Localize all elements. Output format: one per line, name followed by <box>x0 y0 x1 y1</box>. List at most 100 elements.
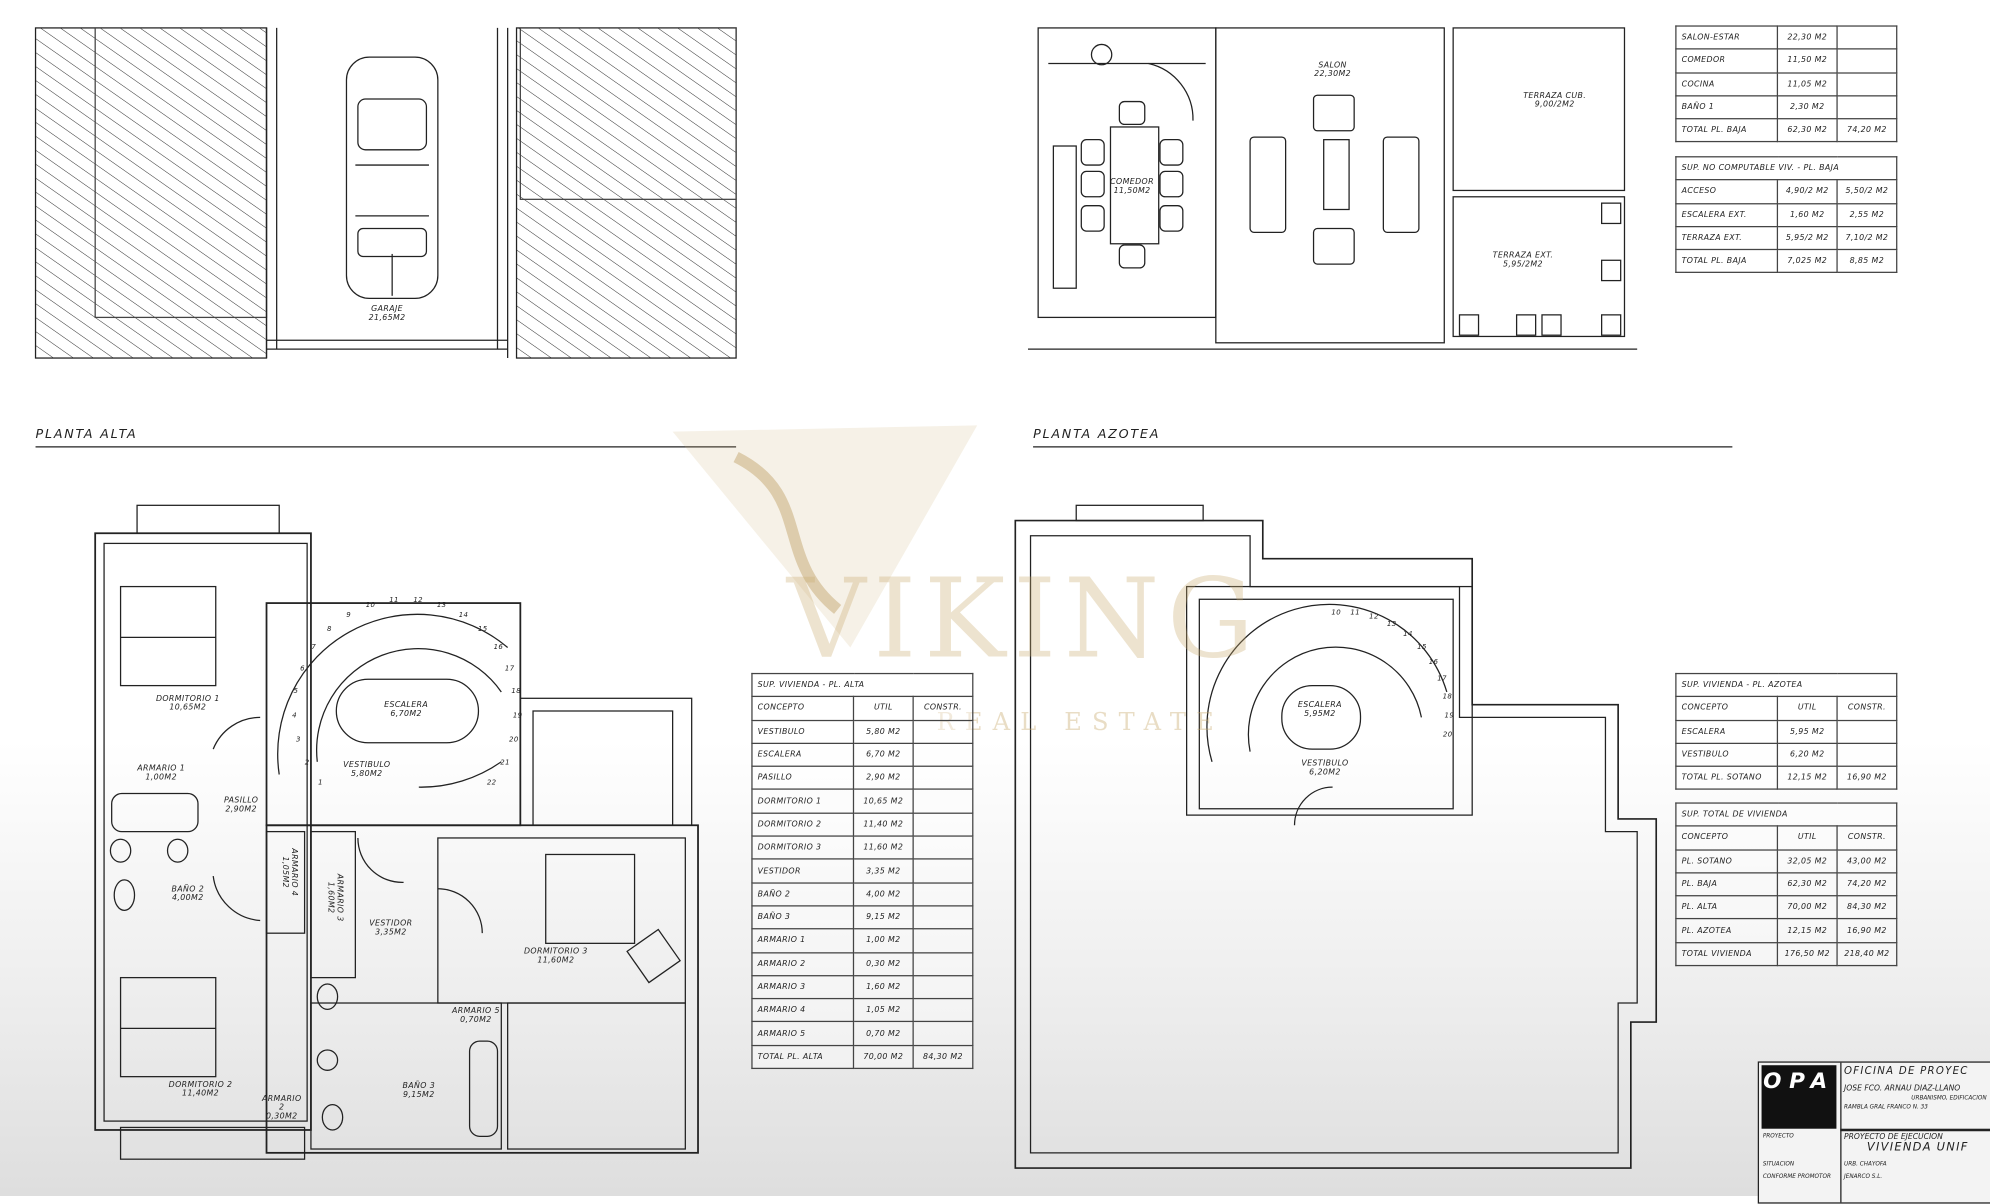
room-label-line: 5,80M2 <box>350 769 383 779</box>
room-label-line: 1,00M2 <box>145 773 177 783</box>
cell-concepto: ARMARIO 3 <box>751 974 855 1000</box>
cell-util: 32,05 M2 <box>1776 848 1838 874</box>
cell-concepto: DORMITORIO 1 <box>751 789 855 814</box>
roof-floor-plan <box>1014 504 1658 1169</box>
room-label-line: 11,60M2 <box>537 956 575 965</box>
project-type: PROYECTO DE EJECUCION <box>1844 1132 1943 1142</box>
table-title-row: SUP. VIVIENDA - PL. ALTA <box>751 672 974 698</box>
stair-step-number: 8 <box>327 625 332 634</box>
room-label-line: ARMARIO <box>261 1094 302 1104</box>
cell-concepto: TOTAL VIVIENDA <box>1675 941 1779 967</box>
cell-util: 1,60 M2 <box>852 974 914 1000</box>
cell-concepto: CONCEPTO <box>1675 825 1779 851</box>
room-label-line: 11,50M2 <box>1113 186 1151 196</box>
cell-util: 6,20 M2 <box>1776 742 1838 768</box>
cell-concepto: VESTIDOR <box>751 858 855 884</box>
stair-step-number: 13 <box>1386 620 1397 628</box>
stair-step-number: 15 <box>477 625 488 634</box>
room-label-line: ARMARIO 3 <box>335 873 344 922</box>
cell-constr <box>912 742 974 768</box>
cell-concepto: ACCESO <box>1675 179 1779 204</box>
title-block: OPA OFICINA DE PROYEC JOSE FCO. ARNAU DI… <box>1757 1061 1990 1204</box>
stair-step-number: 19 <box>1444 712 1455 721</box>
stair-step-number: 11 <box>389 596 399 604</box>
cell-constr <box>912 719 974 744</box>
room-label-line: 6,70M2 <box>390 709 422 719</box>
stair-step-number: 12 <box>413 596 423 604</box>
room-label-terraza-ext: TERRAZA EXT.5,95/2M2 <box>1493 251 1554 269</box>
room-label-line: ARMARIO 5 <box>451 1006 500 1016</box>
room-label-line: 22,30M2 <box>1314 69 1352 79</box>
cell-constr: CONSTR. <box>912 696 974 721</box>
cell-concepto: ESCALERA <box>751 742 855 768</box>
cell-util: 12,15 M2 <box>1776 765 1838 791</box>
cell-constr: 74,20 M2 <box>1836 118 1898 143</box>
label-proyecto: PROYECTO <box>1762 1133 1794 1141</box>
stair-step-number: 4 <box>292 712 297 721</box>
cell-util: 5,80 M2 <box>852 719 914 744</box>
cell-concepto: ESCALERA EXT. <box>1675 202 1779 228</box>
cell-util: 0,70 M2 <box>852 1021 914 1046</box>
stair-step-number: 7 <box>311 644 317 652</box>
cell-concepto: COCINA <box>1675 71 1779 97</box>
room-label-line: 9,15M2 <box>403 1090 435 1100</box>
cell-util: UTIL <box>852 696 914 721</box>
upper-floor-plan <box>94 504 699 1160</box>
table-title-row: SUP. VIVIENDA - PL. AZOTEA <box>1675 672 1898 698</box>
cell-concepto: DORMITORIO 2 <box>751 812 855 837</box>
cell-constr: CONSTR. <box>1836 696 1898 721</box>
cell-constr: 84,30 M2 <box>912 1044 974 1070</box>
room-label-line: 9,00/2M2 <box>1534 100 1575 110</box>
room-label-line: 2 <box>279 1103 285 1113</box>
room-label-line: VESTIBULO <box>343 760 391 770</box>
project-promoter: JENARCO S.L. <box>1844 1174 1883 1181</box>
room-label-line: 5,95M2 <box>1304 709 1336 719</box>
cell-util: 2,30 M2 <box>1776 95 1838 120</box>
cell-constr <box>912 881 974 907</box>
cell-constr: 84,30 M2 <box>1836 895 1898 920</box>
room-label-line: 1,05M2 <box>280 856 290 889</box>
room-label-line: 0,30M2 <box>265 1112 298 1122</box>
cell-constr <box>912 812 974 837</box>
room-label-line: COMEDOR <box>1110 177 1154 187</box>
stair-step-number: 10 <box>1331 609 1342 618</box>
cell-constr <box>1836 71 1898 97</box>
cell-util: 1,00 M2 <box>852 928 914 953</box>
cell-constr <box>912 905 974 930</box>
cell-concepto: ARMARIO 1 <box>751 928 855 953</box>
table-title: SUP. VIVIENDA - PL. ALTA <box>751 672 974 698</box>
stair-step-number: 2 <box>304 758 310 767</box>
cell-util: 70,00 M2 <box>1776 895 1838 920</box>
stair-step-number: 14 <box>1403 630 1413 638</box>
architect-name: JOSE FCO. ARNAU DIAZ-LLANO <box>1844 1084 1961 1094</box>
stair-step-number: 3 <box>295 736 301 745</box>
room-label-line: ESCALERA <box>384 700 429 710</box>
cell-util: 11,40 M2 <box>852 812 914 837</box>
cell-util: 62,30 M2 <box>1776 872 1838 897</box>
cell-util: UTIL <box>1776 825 1838 851</box>
room-label-line: BAÑO 3 <box>402 1081 436 1091</box>
